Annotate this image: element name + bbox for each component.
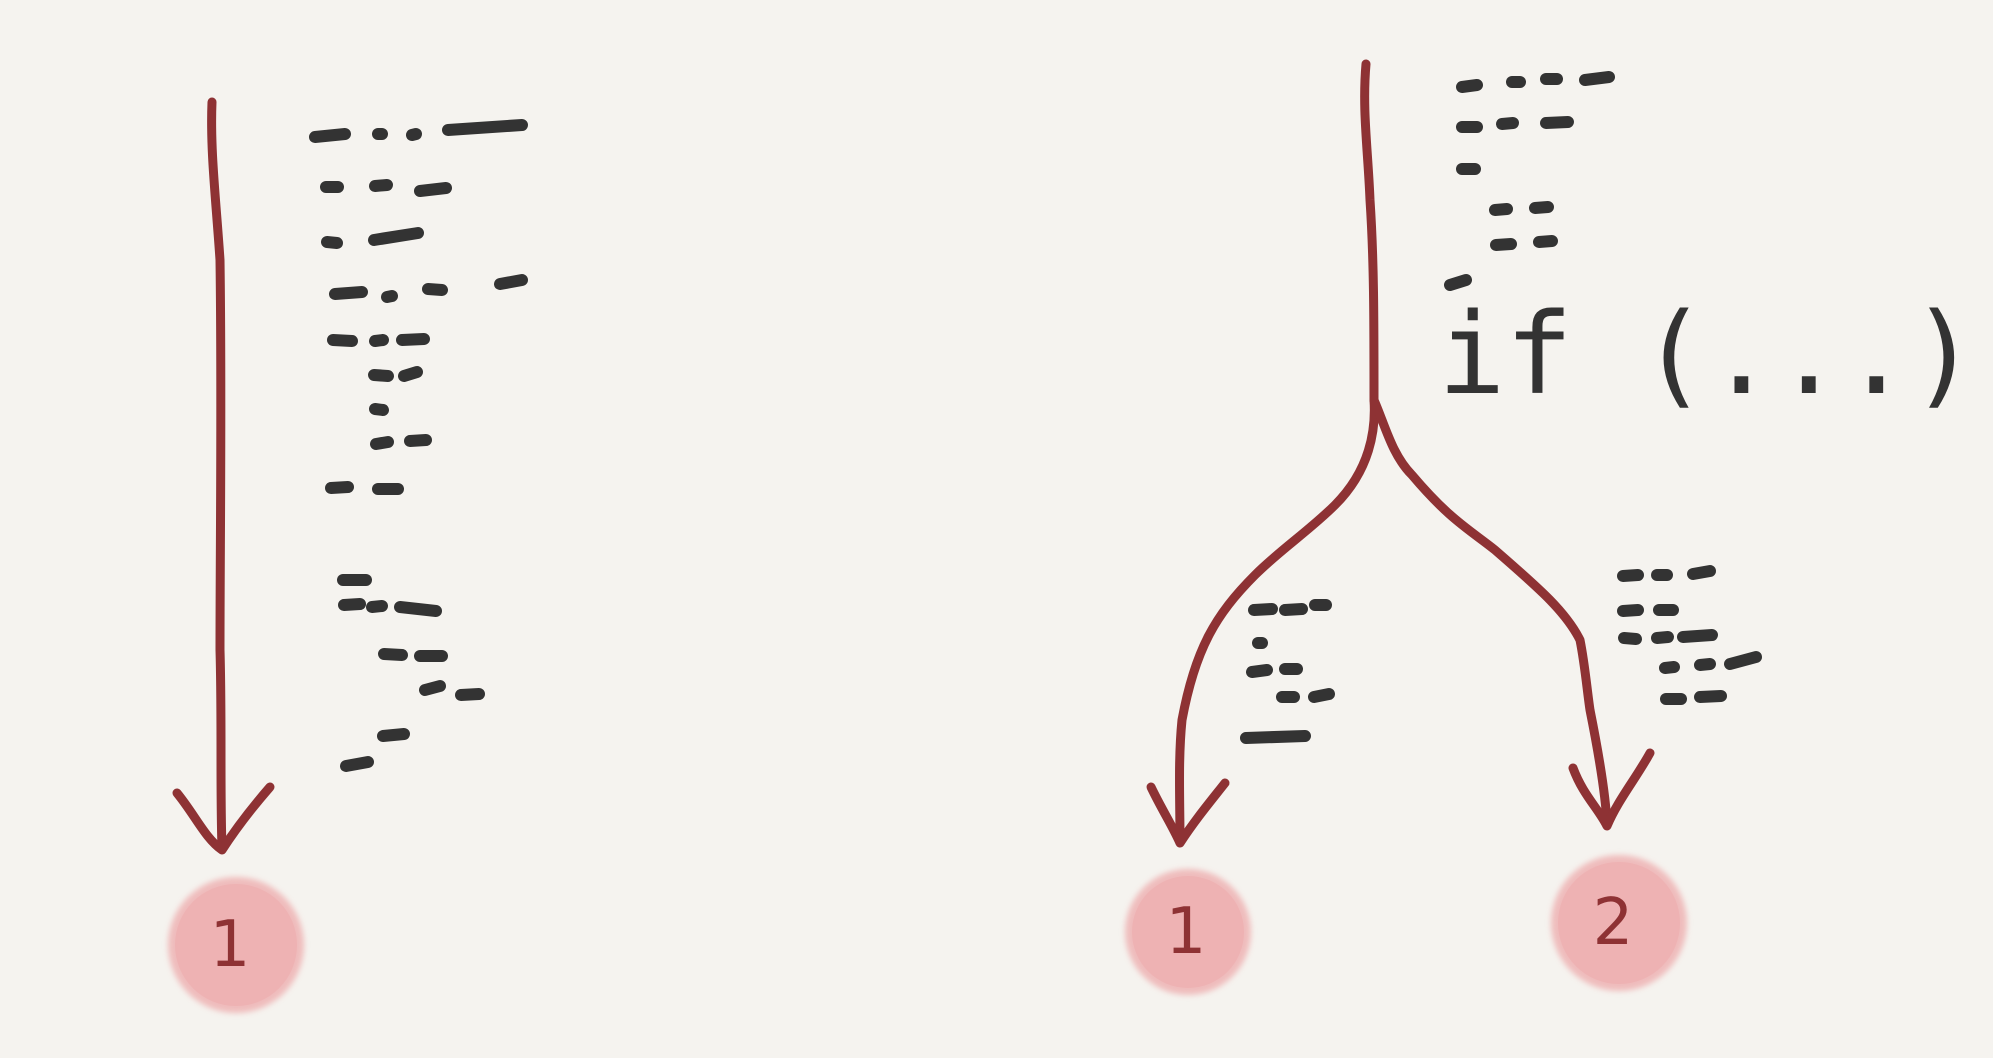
code-dash: [1694, 658, 1716, 671]
left-diagram: 1: [168, 97, 528, 1013]
code-dash: [321, 236, 343, 249]
code-dash: [377, 728, 410, 742]
code-dash: [394, 601, 442, 617]
code-dash: [378, 648, 408, 661]
code-dash: [340, 756, 374, 772]
code-dash: [1496, 117, 1519, 130]
path-node-label: 2: [1593, 886, 1634, 960]
path-node-label: 1: [210, 908, 251, 982]
code-dash: [406, 128, 422, 141]
right-diagram: if (...): [1125, 59, 1977, 995]
code-dash: [1490, 238, 1517, 251]
arrowhead: [172, 782, 275, 855]
code-dash: [1618, 632, 1642, 645]
code-dash: [1308, 688, 1335, 703]
code-dash: [1489, 203, 1513, 216]
code-dash: [396, 333, 430, 346]
code-dash: [369, 179, 393, 192]
code-dash: [325, 481, 354, 494]
code-dash: [1651, 631, 1674, 644]
code-dash: [442, 119, 528, 136]
code-dash: [1248, 603, 1278, 616]
arrowhead: [1568, 748, 1655, 831]
code-dash: [1617, 604, 1644, 617]
code-dash: [381, 290, 398, 303]
code-dash: [455, 688, 485, 701]
path-node: 1: [1125, 869, 1251, 995]
code-dash: [1724, 651, 1762, 670]
right-branch-2-code: [1617, 565, 1762, 705]
code-dash: [1533, 235, 1558, 248]
arrowhead: [1146, 778, 1230, 848]
execution-path-trunk: [1360, 59, 1379, 405]
branch-path-1: [1175, 395, 1379, 847]
code-dash: [494, 274, 528, 290]
code-dash: [419, 680, 446, 696]
path-node: 1: [168, 877, 304, 1013]
code-dash: [368, 227, 424, 246]
code-dash: [366, 600, 388, 613]
code-dash: [404, 434, 432, 447]
right-code-lines: [1444, 71, 1615, 291]
right-branch-1-code: [1240, 599, 1335, 744]
code-dash: [1540, 116, 1574, 129]
code-dash: [422, 283, 448, 296]
code-dash: [369, 334, 389, 347]
execution-path-arrow: [207, 97, 227, 853]
code-dash: [1246, 664, 1273, 678]
code-dash: [1444, 274, 1472, 291]
code-dash: [414, 182, 452, 197]
code-dash: [398, 366, 423, 382]
code-dash: [368, 369, 394, 382]
code-dash: [1529, 201, 1554, 214]
code-dash: [329, 286, 368, 300]
code-dash: [1659, 661, 1680, 674]
code-dash: [1677, 629, 1718, 643]
code-dash: [1240, 730, 1311, 744]
code-dash: [338, 598, 366, 611]
code-dash: [1617, 569, 1644, 582]
path-node-label: 1: [1166, 895, 1207, 969]
code-dash: [370, 436, 394, 450]
path-node: 2: [1551, 855, 1687, 991]
code-dash: [327, 334, 358, 347]
code-dash: [1687, 565, 1716, 580]
code-dash: [309, 128, 351, 143]
path-node-circle-core: [1558, 862, 1680, 984]
code-dash: [1579, 71, 1615, 86]
branch-condition: if (...): [1438, 290, 1977, 420]
path-node-circle-core: [1132, 876, 1244, 988]
branch-path-2: [1369, 395, 1612, 830]
code-dash: [1456, 79, 1483, 93]
left-code-lines: [309, 119, 528, 772]
path-node-circle-core: [175, 884, 297, 1006]
code-dash: [369, 403, 389, 416]
code-dash: [1279, 603, 1308, 616]
code-dash: [1694, 690, 1727, 703]
